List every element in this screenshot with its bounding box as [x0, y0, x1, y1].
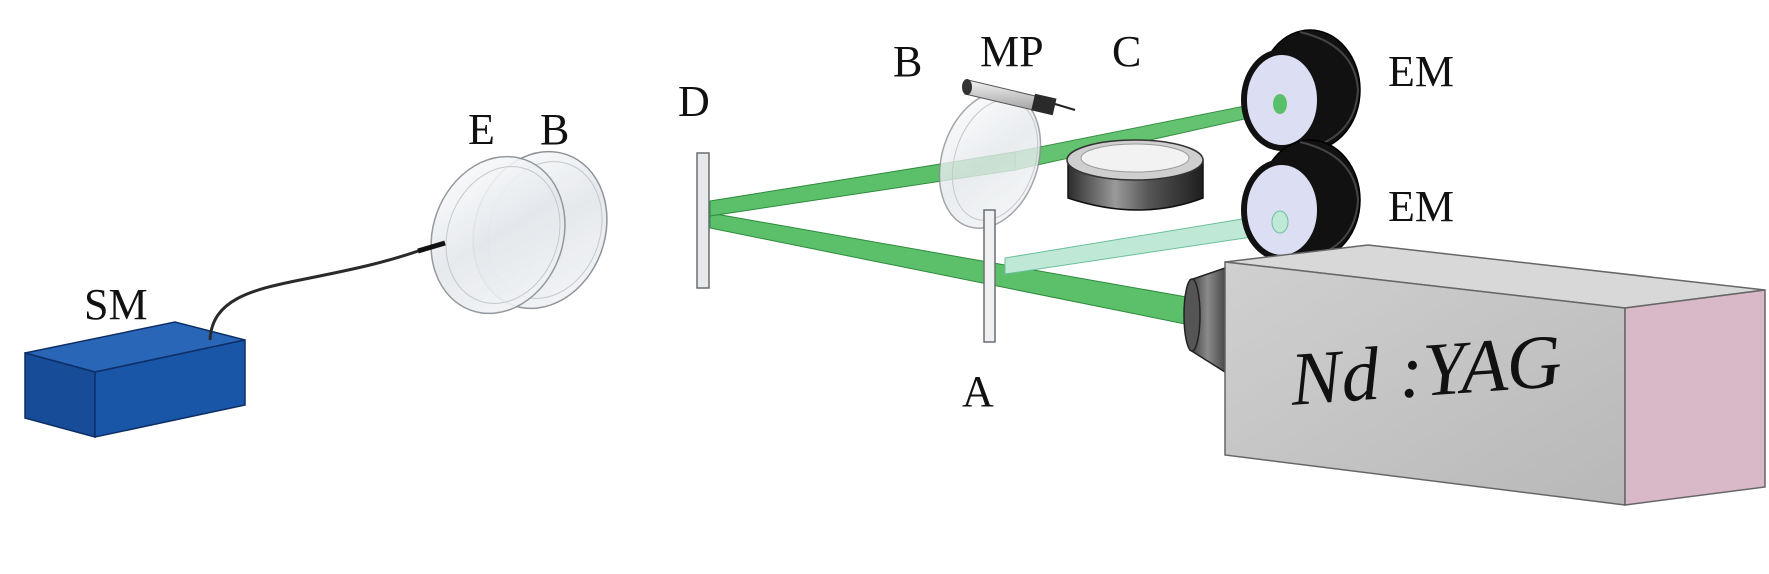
beam-splitter-a [983, 209, 996, 343]
cylinder-c [1066, 139, 1204, 211]
lens-e [430, 155, 566, 315]
fiber-tip [417, 240, 446, 254]
end-mirror-em-upper [1241, 29, 1361, 151]
label-b-right: B [893, 37, 923, 86]
fiber-cable [208, 244, 433, 341]
end-mirror-em-lower [1241, 139, 1361, 261]
label-e: E [468, 105, 495, 154]
label-sm: SM [84, 280, 148, 329]
label-em-upper: EM [1388, 47, 1454, 96]
mp-positioner [962, 79, 1076, 116]
label-a: A [962, 367, 994, 416]
nd-yag-laser [1183, 244, 1766, 506]
label-d: D [678, 77, 710, 126]
label-nd-yag: Nd :YAG [1287, 319, 1565, 422]
label-mp: MP [980, 27, 1044, 76]
label-c: C [1112, 27, 1142, 76]
label-em-lower: EM [1388, 182, 1454, 231]
label-b-left: B [540, 105, 570, 154]
sm-detector-box [24, 321, 246, 438]
mirror-d [696, 152, 710, 289]
